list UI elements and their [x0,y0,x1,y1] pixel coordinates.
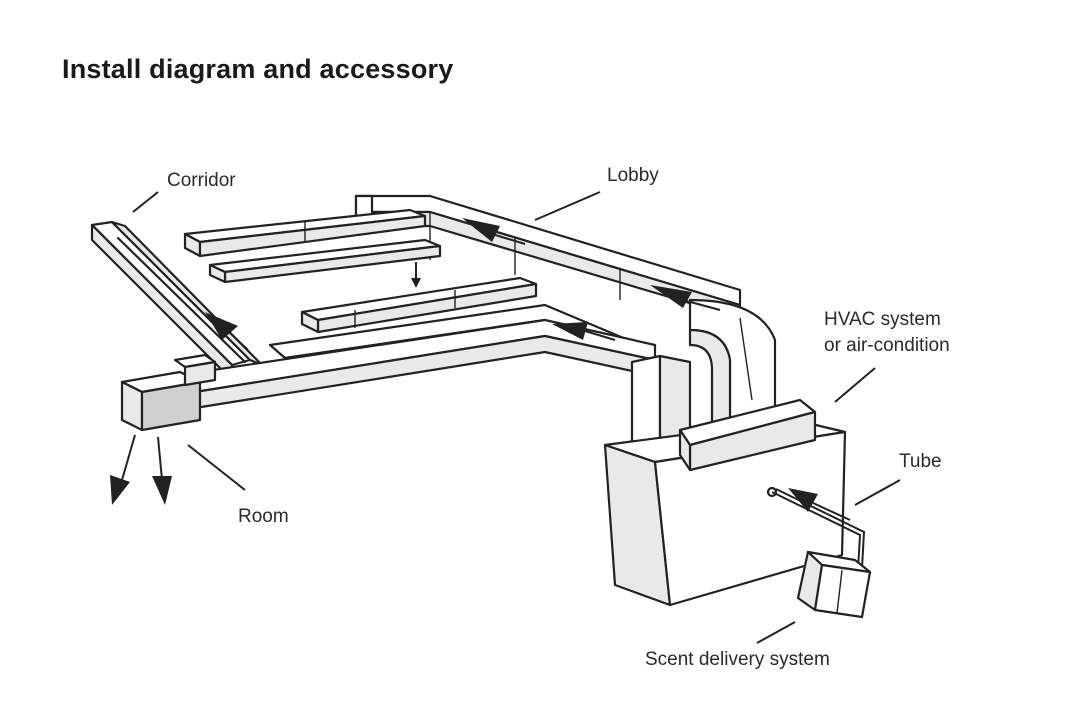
airflow-arrow-small [411,262,421,288]
airflow-arrow-corridor [205,312,249,351]
label-room: Room [238,506,289,527]
airflow-arrow-room-left [110,434,136,505]
label-hvac-line1: HVAC system [824,309,941,330]
label-corridor: Corridor [167,170,236,191]
label-tube: Tube [899,451,942,472]
airflow-arrow-hvac [650,285,721,311]
branch-duct-top [183,208,427,258]
airflow-arrow-inner [552,322,616,341]
label-hvac-line2: or air-condition [824,335,950,356]
airflow-arrow-lobby [462,218,526,245]
scent-delivery-box [796,550,872,619]
hvac-unit [603,398,847,607]
branch-duct-lower [300,276,538,334]
airflow-arrow-room-right [152,436,172,505]
elbow-duct [688,298,777,427]
leader-lines [132,191,901,644]
label-scent-delivery-system: Scent delivery system [645,649,830,670]
label-lobby: Lobby [607,165,659,186]
room-outlet [120,353,217,432]
branch-duct-middle [208,238,442,284]
airflow-arrow-tube [788,488,851,521]
page-title: Install diagram and accessory [62,54,454,84]
